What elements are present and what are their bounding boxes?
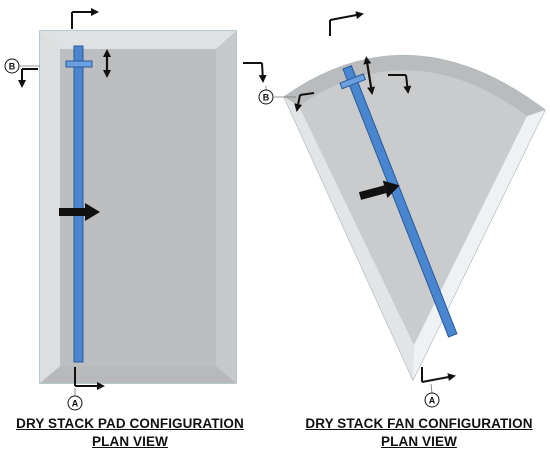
fan-section-cut-a: A: [421, 367, 456, 408]
fan-section-marker-a: A: [429, 396, 436, 406]
pad-configuration: A B: [4, 8, 237, 411]
pad-bevel-top: [40, 31, 236, 49]
fan-stacker-travel-arrow: [363, 56, 375, 95]
pad-conveyor: [73, 45, 84, 363]
pad-section-cut-a: A: [67, 367, 105, 411]
fan-bevel-left: [284, 97, 414, 380]
pad-bevel-left: [40, 31, 60, 383]
pad-caption: DRY STACK PAD CONFIGURATION PLAN VIEW: [0, 415, 260, 451]
fan-conveyor: [342, 65, 458, 338]
fan-section-cut-top: [329, 11, 364, 36]
pad-bevel-bottom: [40, 366, 236, 383]
fan-caption-subtitle: PLAN VIEW: [381, 434, 457, 449]
pad-stacker-bridge: [65, 60, 93, 68]
fan-caption: DRY STACK FAN CONFIGURATION PLAN VIEW: [288, 415, 550, 451]
pad-section-cut-top: [71, 8, 99, 29]
pad-section-marker-b: B: [9, 62, 16, 72]
fan-slew-arrow: [388, 74, 412, 94]
pad-advance-arrow: [59, 203, 100, 221]
pad-section-marker-a: A: [72, 399, 79, 409]
pad-caption-title: DRY STACK PAD CONFIGURATION: [16, 416, 244, 431]
fan-advance-arrow: [358, 180, 400, 200]
fan-stack-surface: [299, 70, 527, 346]
fan-configuration: B A: [243, 11, 546, 408]
fan-section-marker-b: B: [263, 93, 270, 103]
pad-caption-subtitle: PLAN VIEW: [92, 434, 168, 449]
fan-caption-title: DRY STACK FAN CONFIGURATION: [305, 416, 533, 431]
fan-conveyor-group: [339, 65, 458, 338]
pad-bevel-right: [216, 31, 236, 383]
pad-section-cut-b: B: [4, 58, 40, 88]
fan-section-cut-b: B: [243, 62, 315, 112]
